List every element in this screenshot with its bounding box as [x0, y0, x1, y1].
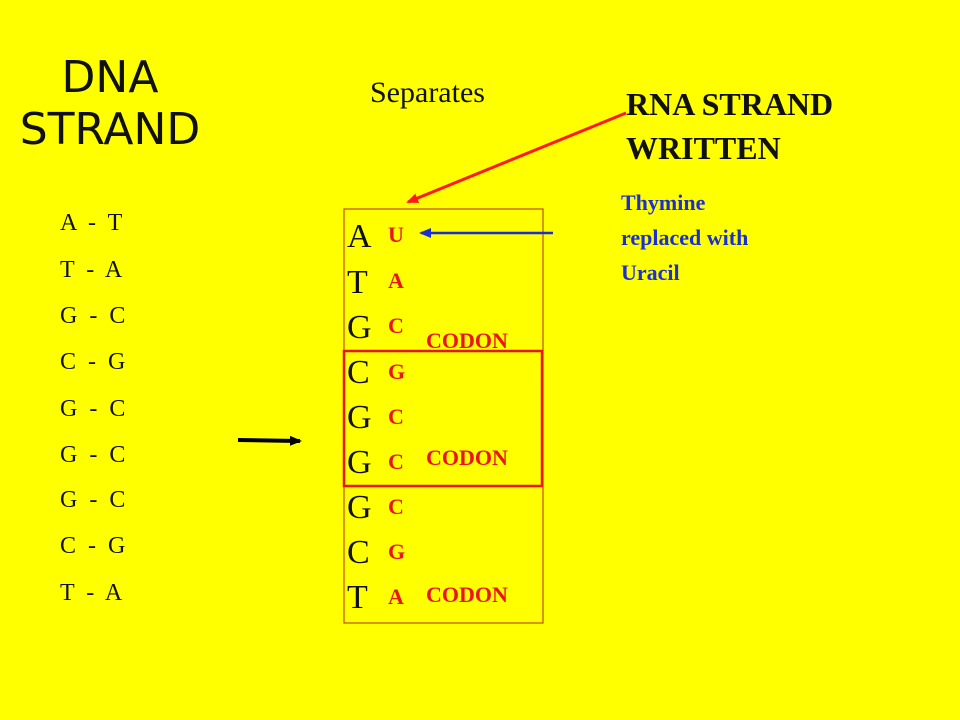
rna-base: A — [388, 584, 404, 609]
separates-label: Separates — [370, 76, 485, 109]
codon-label: CODON — [426, 328, 508, 353]
title-line-2: STRAND — [19, 104, 201, 155]
title-line-1: DNA — [61, 52, 159, 103]
rna-base: C — [388, 313, 404, 338]
template-base: A — [347, 218, 372, 255]
thymine-note: Thymine replaced with Uracil — [621, 185, 748, 290]
black-arrow — [237, 435, 302, 446]
rna-base: C — [388, 449, 404, 474]
template-base: G — [347, 309, 372, 346]
template-base: G — [347, 399, 372, 436]
dna-pair: T - A — [60, 580, 123, 606]
codon-label: CODON — [426, 445, 508, 470]
strand-box — [343, 208, 544, 624]
rna-base: G — [388, 539, 406, 564]
template-base: G — [347, 489, 372, 526]
codon-highlight-box — [342, 349, 544, 488]
template-base: C — [347, 534, 370, 571]
rna-base: C — [388, 404, 404, 429]
rna-strand-written-label: RNA STRAND WRITTEN — [626, 82, 833, 170]
dna-pair: G - C — [60, 303, 126, 329]
template-base: C — [347, 354, 370, 391]
note-line-2: replaced with — [621, 225, 749, 250]
rna-base: A — [388, 268, 404, 293]
dna-pair: T - A — [60, 257, 123, 283]
dna-strand-title: DNA STRAND — [10, 52, 210, 156]
rna-base: C — [388, 494, 404, 519]
dna-pair: A - T — [60, 210, 123, 236]
rna-base: G — [388, 359, 406, 384]
note-line-3: Uracil — [621, 260, 680, 285]
dna-pair: G - C — [60, 487, 126, 513]
red-arrow — [406, 111, 627, 204]
rna-strand-line-2: WRITTEN — [626, 130, 781, 166]
dna-pair: C - G — [60, 349, 126, 375]
rna-strand-line-1: RNA STRAND — [626, 86, 834, 122]
template-base: T — [347, 579, 368, 616]
note-line-1: Thymine — [621, 190, 706, 215]
dna-pair: G - C — [60, 442, 126, 468]
dna-pair: C - G — [60, 533, 126, 559]
template-base: G — [347, 444, 372, 481]
dna-pair: G - C — [60, 396, 126, 422]
template-base: T — [347, 264, 368, 301]
codon-label: CODON — [426, 582, 508, 607]
rna-base: U — [388, 222, 404, 247]
